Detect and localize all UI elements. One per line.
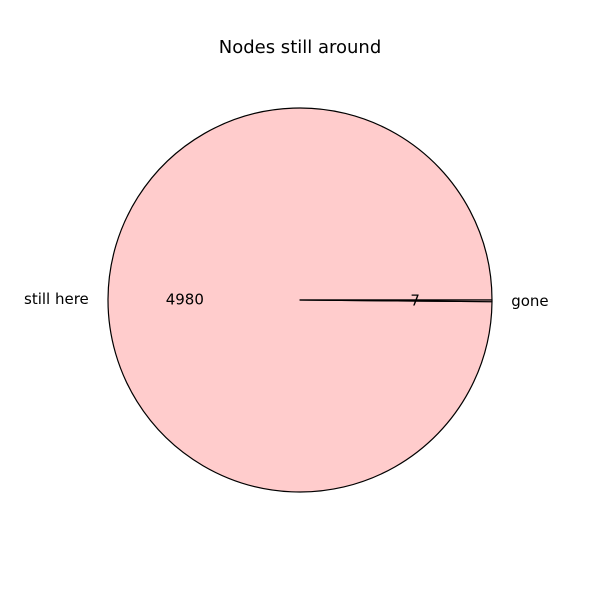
value-label-still-here: 4980: [166, 290, 204, 308]
pie-slice-gone: [299, 299, 493, 303]
chart-title: Nodes still around: [219, 37, 382, 58]
value-label-gone: 7: [410, 292, 420, 310]
slice-label-gone: gone: [511, 292, 548, 310]
slice-label-still-here: still here: [24, 290, 89, 308]
